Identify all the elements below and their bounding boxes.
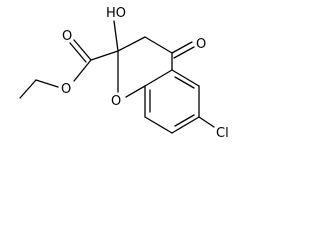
chlorine-label: Cl <box>216 126 229 141</box>
bond-ring-oxygen-c8a <box>125 85 146 98</box>
chemical-structure-diagram: HO O O O O Cl <box>19 6 229 141</box>
bond-ring-c7-c8 <box>144 116 173 134</box>
bond-ring-c4a-c5 <box>171 69 200 87</box>
ketone-oxygen-label: O <box>196 37 206 52</box>
bond-ketone-double-inner <box>173 46 195 59</box>
bond-ch2-ch3 <box>19 79 37 99</box>
structure-canvas: HO O O O O Cl <box>19 6 229 141</box>
bond-ester-carbon-ether-oxygen <box>73 59 92 82</box>
bond-c3-c2 <box>117 36 146 52</box>
bond-c6-chlorine <box>198 116 215 128</box>
bond-ring-inner-double-2 <box>174 114 195 127</box>
bond-ester-carbonyl-inner <box>69 42 87 63</box>
bond-c2-hydroxyl <box>113 20 119 52</box>
bond-ester-carbonyl-outer <box>73 39 92 61</box>
bond-ring-inner-double-1 <box>174 76 195 89</box>
bond-ring-c6-c7 <box>171 116 200 134</box>
hydroxyl-label: HO <box>106 6 126 21</box>
bond-c2-ester-carbon <box>90 50 119 61</box>
bond-ether-oxygen-ch2 <box>35 79 59 88</box>
ring-oxygen-label: O <box>111 94 121 109</box>
bond-ketone-double-outer <box>171 41 193 54</box>
bond-ring-c8a-c4a <box>144 69 173 87</box>
ester-carbonyl-oxygen-label: O <box>62 29 72 44</box>
ester-ether-oxygen-label: O <box>61 82 71 97</box>
bond-c4-c3 <box>144 36 173 54</box>
